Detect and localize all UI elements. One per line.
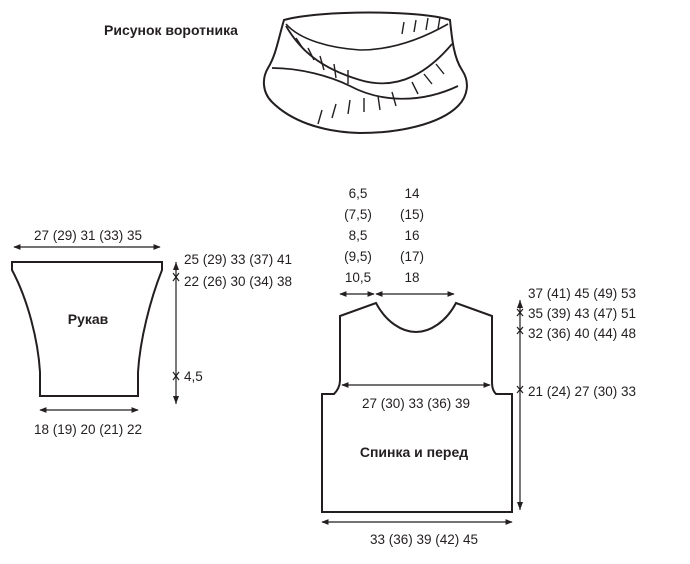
body-drawing: Спинка и перед 6,5 (7,5) 8,5 (9,5) 10,5 … xyxy=(321,186,636,547)
sleeve-bottom-width: 18 (19) 20 (21) 22 xyxy=(34,422,142,437)
body-outline xyxy=(321,301,513,513)
body-height-total: 37 (41) 45 (49) 53 xyxy=(528,286,636,301)
collar-title: Рисунок воротника xyxy=(104,22,238,38)
sleeve-outline xyxy=(11,261,163,397)
neck-left-2: (7,5) xyxy=(344,207,372,222)
collar-inner-curve xyxy=(285,23,449,51)
sleeve-drawing: Рукав 27 (29) 31 (33) 35 18 (19) 20 (21)… xyxy=(11,228,292,437)
sleeve-height-total: 25 (29) 33 (37) 41 xyxy=(184,252,292,267)
collar-drawing: Рисунок воротника xyxy=(104,11,468,135)
sleeve-height-cuff: 4,5 xyxy=(184,369,203,384)
body-height-armhole-top: 32 (36) 40 (44) 48 xyxy=(528,326,636,341)
neck-right-1: 14 xyxy=(404,186,420,201)
neck-left-5: 10,5 xyxy=(345,270,371,285)
body-height-upper: 35 (39) 43 (47) 51 xyxy=(528,306,636,321)
body-height-lower: 21 (24) 27 (30) 33 xyxy=(528,384,636,399)
sleeve-title: Рукав xyxy=(68,311,109,327)
collar-stitch-marks xyxy=(295,16,445,125)
neck-right-5: 18 xyxy=(404,270,419,285)
sleeve-top-width: 27 (29) 31 (33) 35 xyxy=(34,228,142,243)
chest-width: 27 (30) 33 (36) 39 xyxy=(362,396,470,411)
sleeve-height-taper: 22 (26) 30 (34) 38 xyxy=(184,274,292,289)
sleeve-height-dimension xyxy=(172,262,180,404)
neck-right-3: 16 xyxy=(404,228,419,243)
neck-left-1: 6,5 xyxy=(349,186,368,201)
body-bottom-width: 33 (36) 39 (42) 45 xyxy=(370,532,478,547)
neck-right-2: (15) xyxy=(400,207,424,222)
collar-band-lower xyxy=(271,67,459,100)
neck-right-4: (17) xyxy=(400,249,424,264)
neck-left-4: (9,5) xyxy=(344,249,372,264)
neck-measurements: 6,5 (7,5) 8,5 (9,5) 10,5 14 (15) 16 (17)… xyxy=(344,186,424,285)
neck-left-3: 8,5 xyxy=(349,228,368,243)
collar-outline xyxy=(262,11,468,135)
body-title: Спинка и перед xyxy=(360,444,468,460)
body-height-dimension xyxy=(516,300,524,510)
